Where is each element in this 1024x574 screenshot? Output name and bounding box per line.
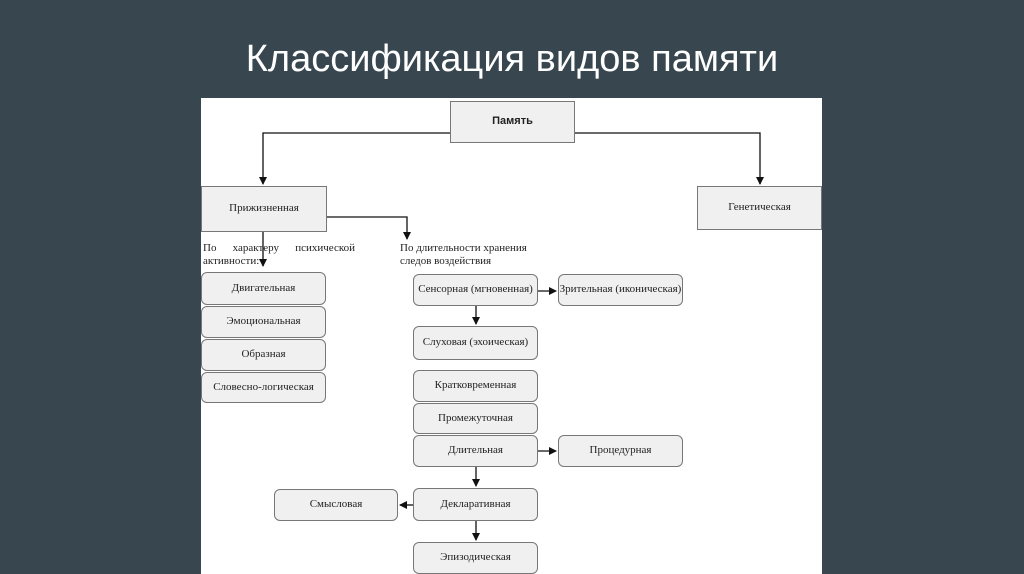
node-intermediate: Промежуточная <box>413 403 538 434</box>
node-semantic: Смысловая <box>274 489 398 521</box>
caption-activity: По характеру психической активности: <box>203 242 355 268</box>
node-declarative: Декларативная <box>413 488 538 521</box>
edge-root-genetic <box>575 132 764 185</box>
node-motor: Двигательная <box>201 272 326 305</box>
caption-duration: По длительности хранения следов воздейст… <box>400 242 527 268</box>
node-episodic: Эпизодическая <box>413 542 538 574</box>
node-visual: Зрительная (иконическая) <box>558 274 683 306</box>
node-memory: Память <box>450 101 575 143</box>
node-short-term: Кратковременная <box>413 370 538 402</box>
edge-root-lifetime <box>259 132 450 185</box>
slide-title: Классификация видов памяти <box>245 38 779 80</box>
node-sensory: Сенсорная (мгновенная) <box>413 274 538 306</box>
node-verbal-logical: Словесно-логическая <box>201 372 326 403</box>
node-figurative: Образная <box>201 339 326 371</box>
node-lifetime: Прижизненная <box>201 186 327 232</box>
edge-lifetime-duration <box>327 216 411 240</box>
node-genetic: Генетическая <box>697 186 822 230</box>
node-long-term: Длительная <box>413 435 538 467</box>
node-auditory: Слуховая (эхоическая) <box>413 326 538 360</box>
node-emotional: Эмоциональная <box>201 306 326 338</box>
node-procedural: Процедурная <box>558 435 683 467</box>
